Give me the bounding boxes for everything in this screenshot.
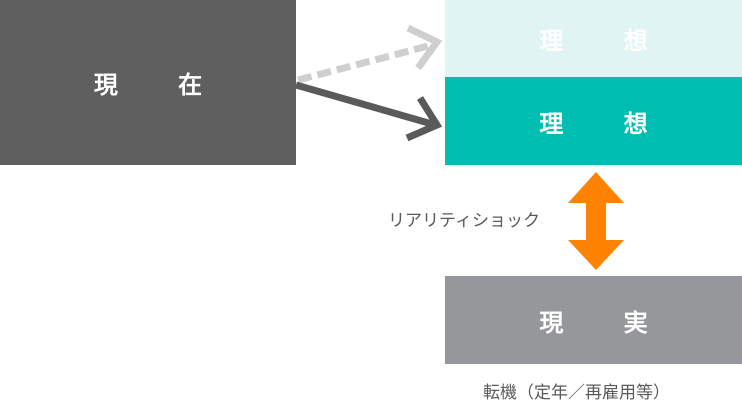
reality-label: 現 実	[539, 308, 674, 337]
ideal-faded-label: 理 想	[539, 27, 674, 55]
turning-point-label: 転機（定年／再雇用等）	[483, 383, 670, 403]
ideal-label: 理 想	[539, 109, 674, 138]
current-box: 現 在	[0, 0, 296, 165]
current-label: 現 在	[93, 71, 229, 99]
solid-arrow-icon	[295, 81, 443, 142]
reality-box: 現 実	[445, 276, 742, 364]
ideal-faded-box: 理 想	[445, 0, 742, 77]
reality-shock-label: リアリティショック	[388, 211, 540, 231]
dashed-arrow-icon	[297, 24, 443, 84]
ideal-box: 理 想	[445, 77, 742, 165]
double-arrow-icon	[568, 172, 624, 270]
